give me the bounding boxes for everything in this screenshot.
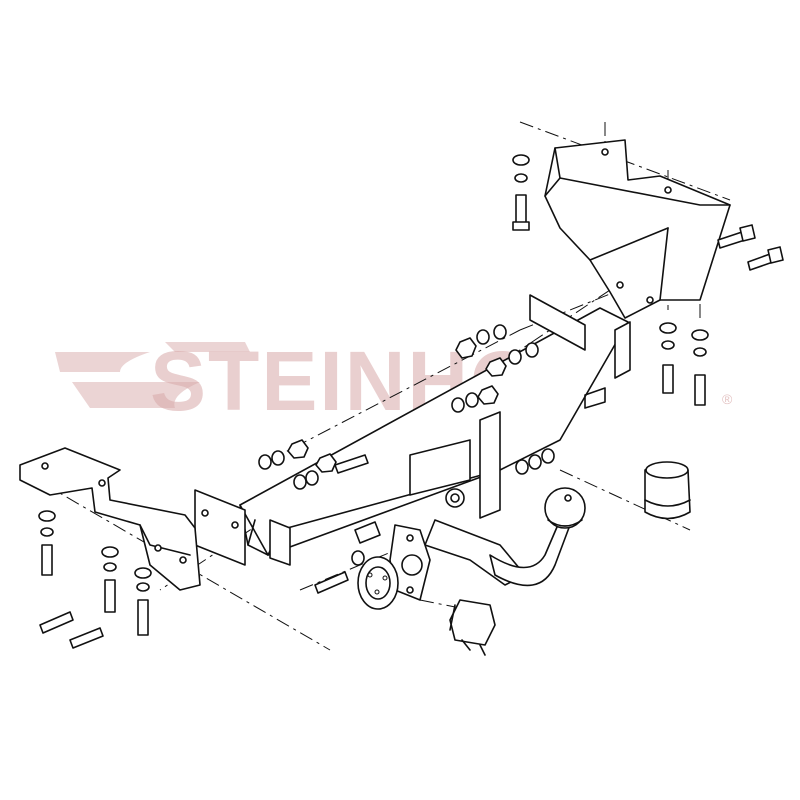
washer-rv-4	[693, 347, 707, 357]
center-flange-plate	[194, 489, 291, 566]
washer-lc-4	[305, 470, 319, 486]
washer-center-4	[525, 342, 539, 358]
washer-lc-3	[293, 474, 307, 490]
nut-lc-2	[315, 453, 337, 473]
nut-center-2	[485, 357, 507, 377]
washer-rc-1	[515, 459, 529, 475]
washer-rc-2	[528, 454, 542, 470]
washer-center-2	[493, 324, 507, 340]
washer-top-1	[512, 154, 530, 166]
bolt-left-horizontal-1	[39, 611, 74, 634]
washer-center-6	[465, 392, 479, 408]
ball-cover-cap	[644, 461, 691, 520]
washer-lc-1	[258, 454, 272, 470]
washer-left-5	[134, 567, 152, 579]
bolt-left-horizontal-2	[69, 627, 104, 649]
nut-lc-1	[287, 439, 309, 459]
steinhof-watermark: STEINHOF ®	[55, 334, 733, 428]
washer-left-1	[38, 510, 56, 522]
watermark-registered: ®	[722, 391, 733, 407]
bolt-right-2	[747, 246, 784, 271]
washer-center-1	[476, 329, 490, 345]
nuts-and-washers	[38, 154, 709, 592]
socket-plate	[389, 524, 431, 601]
washer-center-5	[451, 397, 465, 413]
nut-center-1	[455, 337, 477, 359]
washer-center-3	[508, 349, 522, 365]
washer-left-6	[136, 582, 150, 592]
watermark-swoosh-icon	[55, 342, 250, 408]
washer-rv-1	[659, 322, 677, 334]
wiring-connector	[449, 599, 496, 656]
washer-lc-2	[271, 450, 285, 466]
nut-center-3	[477, 385, 499, 405]
washer-rc-3	[541, 448, 555, 464]
bolt-socket	[314, 571, 349, 594]
washer-socket-1	[351, 550, 365, 566]
washer-rv-3	[691, 329, 709, 341]
bolts	[39, 194, 784, 649]
bolt-left-2	[104, 579, 116, 613]
bolt-right-vertical-1	[662, 364, 674, 394]
bolt-right-1	[717, 224, 756, 249]
right-side-bracket	[544, 139, 731, 319]
washer-left-2	[40, 527, 54, 537]
washer-top-2	[514, 173, 528, 183]
washer-left-3	[101, 546, 119, 558]
bolt-top	[512, 194, 530, 231]
washer-left-4	[103, 562, 117, 572]
washer-rv-2	[661, 340, 675, 350]
bolt-right-vertical-2	[694, 374, 706, 406]
bolt-center	[334, 454, 369, 474]
left-side-bracket	[19, 447, 201, 591]
bolt-left-1	[41, 544, 53, 576]
wiring-socket	[357, 556, 399, 610]
bolt-left-3	[137, 599, 149, 636]
